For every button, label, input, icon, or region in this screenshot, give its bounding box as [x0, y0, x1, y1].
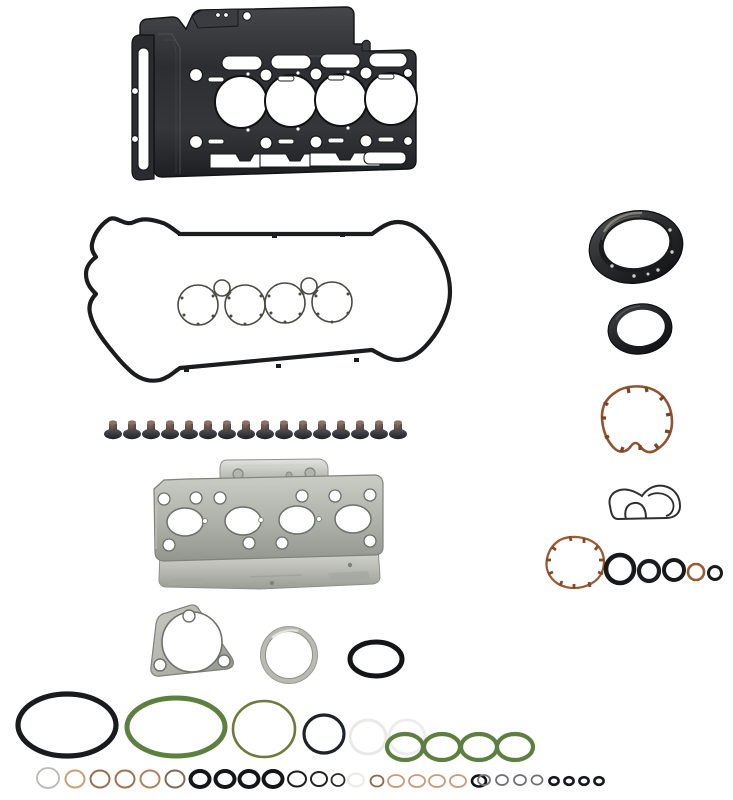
- part-valve-cover-gasket: [72, 200, 464, 398]
- part-seal-plug-row: [100, 416, 412, 444]
- part-oil-pump-gasket: [596, 474, 688, 526]
- part-timing-cover-gasket: [588, 382, 688, 464]
- part-triangular-flange-gasket: [144, 602, 244, 686]
- part-oring-row-small: [36, 764, 496, 792]
- part-oring-row-small-tail: [476, 766, 606, 792]
- part-metal-sealing-ring: [258, 624, 320, 686]
- part-oring-cluster-right: [603, 548, 724, 590]
- part-cylinder-head-gasket: [118, 4, 418, 199]
- part-thermostat-housing-gasket: [540, 532, 612, 594]
- part-oring-row-large: [10, 690, 536, 763]
- part-crankshaft-front-seal: [602, 300, 678, 358]
- part-crankshaft-rear-main-seal: [582, 204, 690, 290]
- part-exhaust-manifold-gasket: [142, 455, 394, 595]
- part-large-black-oring: [344, 636, 408, 682]
